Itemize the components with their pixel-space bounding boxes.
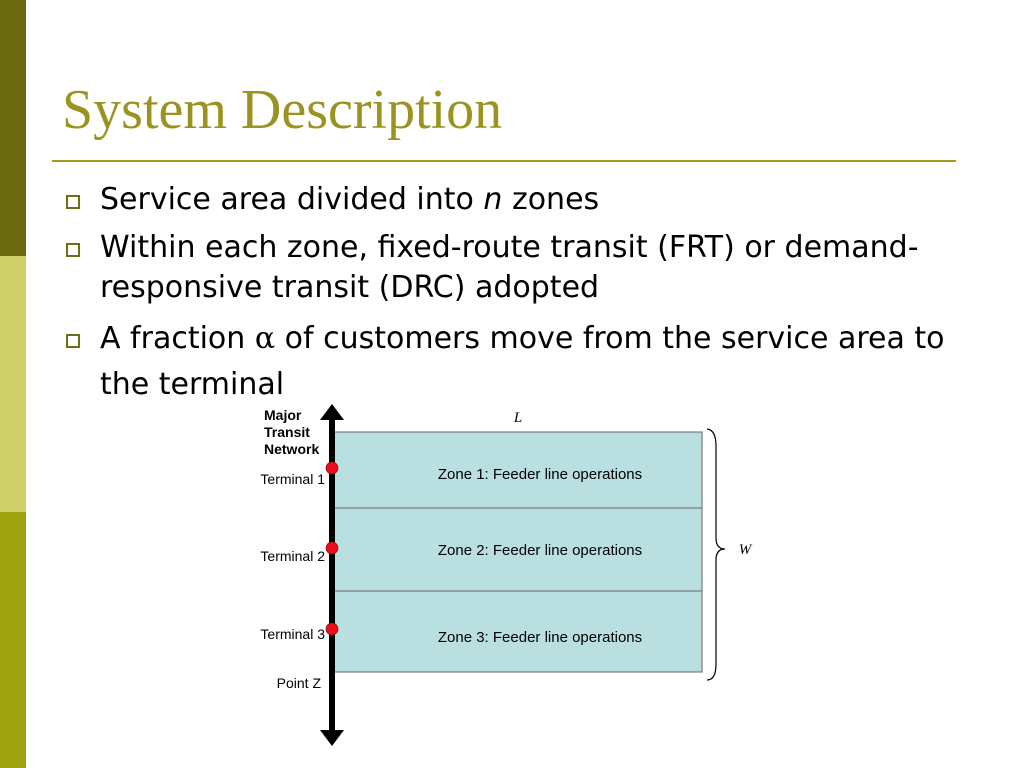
bullet-variable: α [254,321,276,356]
bullet-text: A fraction [100,321,255,356]
square-bullet-icon [66,195,80,209]
square-bullet-icon [66,334,80,348]
zone-2-rect [331,507,703,592]
terminal-1-label: Terminal 1 [260,471,325,487]
sidebar-middle-band [0,256,26,512]
slide-title: System Description [62,79,503,141]
point-z-label: Point Z [277,675,322,691]
zone-2-label: Zone 2: Feeder line operations [438,542,642,559]
bullet-variable: n [483,182,503,217]
terminal-2-label: Terminal 2 [260,548,325,564]
bullet-text: Within each zone, fixed-route transit (F… [100,230,919,305]
zone-3-label: Zone 3: Feeder line operations [438,629,642,646]
sidebar-top-band [0,0,26,256]
sidebar-bottom-band [0,512,26,768]
bullet-text: Service area divided into [100,182,484,217]
title-underline [52,160,956,162]
arrow-down-icon [320,730,344,746]
bullet-item: Service area divided into n zones [62,180,962,220]
network-label-line: Transit [264,424,310,440]
bullet-item: Within each zone, fixed-route transit (F… [62,228,962,308]
square-bullet-icon [66,243,80,257]
width-brace [706,428,726,681]
network-label-line: Network [264,441,319,457]
zone-1-label: Zone 1: Feeder line operations [438,466,642,483]
bullet-text: of customers move from the service area … [100,321,945,402]
width-label: W [739,542,753,558]
terminal-3-dot [325,622,339,636]
zone-1-rect [331,431,703,509]
zone-3-rect [331,590,703,673]
terminal-1-dot [325,461,339,475]
bullet-text: zones [502,182,600,217]
terminal-3-label: Terminal 3 [260,626,325,642]
bullet-list: Service area divided into n zones Within… [62,180,962,416]
terminal-2-dot [325,541,339,555]
bullet-item: A fraction α of customers move from the … [62,316,962,408]
